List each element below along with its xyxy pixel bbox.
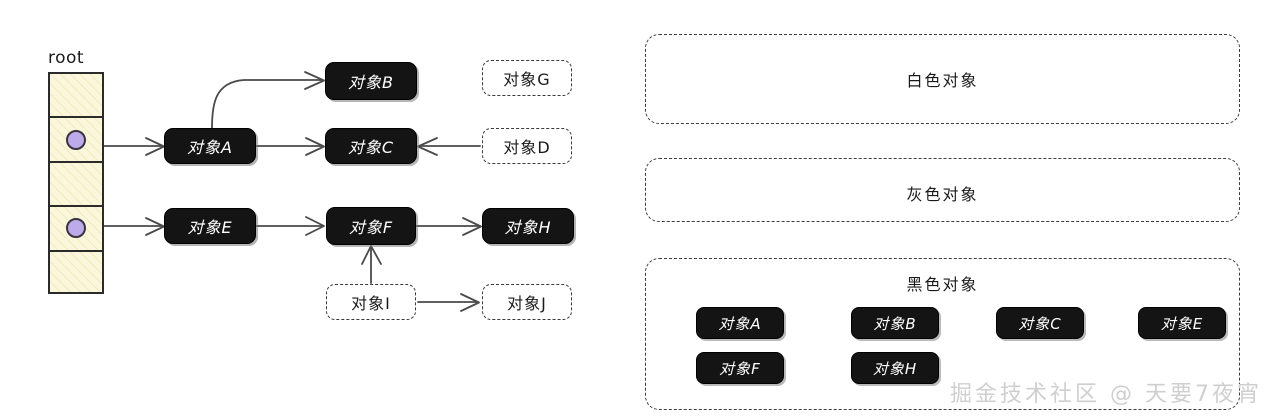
root-cell-0[interactable]	[50, 74, 102, 119]
arrowhead-f-to-h	[462, 217, 482, 236]
root-pointer-dot	[66, 129, 86, 150]
legend-chip-label: 对象B	[873, 314, 917, 333]
object-node-label: 对象E	[187, 218, 233, 237]
legend-chip-对象B[interactable]: 对象B	[851, 307, 939, 339]
legend-chip-label: 对象H	[872, 359, 918, 378]
root-cell-3[interactable]	[50, 207, 102, 252]
legend-chip-对象E[interactable]: 对象E	[1138, 307, 1226, 339]
object-node-label: 对象G	[503, 70, 551, 89]
object-node-j[interactable]: 对象J	[482, 284, 572, 320]
object-node-h[interactable]: 对象H	[482, 208, 574, 244]
arrowhead-a-to-c	[305, 137, 325, 156]
arrowhead-a-to-b	[304, 71, 325, 90]
edge-a-to-b	[211, 79, 323, 129]
watermark: 掘金技术社区 @ 天要7夜宵	[950, 382, 1262, 407]
object-node-c[interactable]: 对象C	[325, 128, 417, 164]
legend-chip-对象F[interactable]: 对象F	[696, 352, 784, 384]
object-node-label: 对象C	[347, 138, 395, 157]
arrowhead-i-to-f	[361, 245, 382, 265]
legend-chip-label: 对象C	[1018, 314, 1062, 333]
legend-chip-label: 对象A	[718, 314, 762, 333]
object-node-label: 对象D	[503, 138, 551, 157]
arrowhead-d-to-c	[417, 137, 438, 156]
object-node-g[interactable]: 对象G	[482, 60, 572, 96]
root-label: root	[48, 48, 85, 68]
object-node-label: 对象F	[348, 218, 394, 237]
legend-panel-black: 黑色对象对象A 对象B 对象C 对象E 对象F 对象H	[645, 258, 1240, 410]
legend-panel-white: 白色对象	[645, 34, 1240, 124]
root-cell-2[interactable]	[50, 163, 102, 208]
arrowhead-i-to-j	[460, 293, 480, 312]
legend-chip-对象A[interactable]: 对象A	[696, 307, 784, 339]
object-node-label: 对象H	[504, 218, 552, 237]
object-node-label: 对象J	[507, 294, 547, 313]
legend-chip-label: 对象E	[1160, 314, 1204, 333]
object-node-f[interactable]: 对象F	[326, 207, 416, 245]
object-node-label: 对象B	[348, 73, 394, 92]
legend-panel-title-white: 白色对象	[906, 71, 979, 90]
root-cell-4[interactable]	[50, 252, 102, 296]
object-node-b[interactable]: 对象B	[325, 62, 417, 100]
object-node-label: 对象I	[351, 294, 391, 313]
object-node-label: 对象A	[187, 138, 233, 157]
legend-chip-label: 对象F	[719, 359, 761, 378]
object-node-a[interactable]: 对象A	[164, 128, 256, 164]
root-stack[interactable]	[48, 72, 104, 294]
legend-panel-title-black: 黑色对象	[906, 275, 979, 294]
legend-chip-对象C[interactable]: 对象C	[996, 307, 1084, 339]
root-pointer-dot	[66, 218, 86, 239]
arrowhead-e-to-f	[305, 216, 325, 236]
object-node-i[interactable]: 对象I	[326, 284, 416, 320]
legend-panel-gray: 灰色对象	[645, 158, 1240, 222]
object-node-e[interactable]: 对象E	[164, 208, 256, 244]
legend-panel-title-gray: 灰色对象	[906, 185, 979, 204]
object-node-d[interactable]: 对象D	[482, 128, 572, 164]
legend-chip-对象H[interactable]: 对象H	[851, 352, 939, 384]
root-cell-1[interactable]	[50, 118, 102, 163]
